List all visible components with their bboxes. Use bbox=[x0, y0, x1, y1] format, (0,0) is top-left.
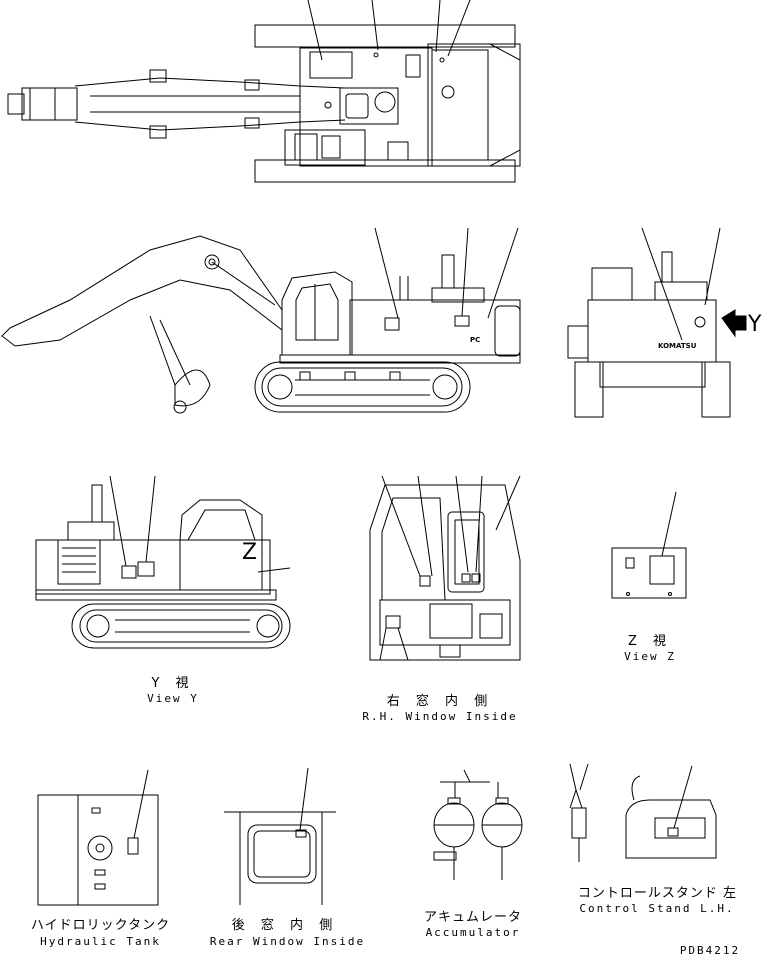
excavator-top-view bbox=[8, 0, 520, 182]
rear-window-drawing bbox=[224, 768, 336, 905]
marker-y: Y bbox=[748, 312, 762, 337]
view-z-drawing bbox=[612, 492, 686, 598]
accumulator-drawing bbox=[434, 770, 522, 880]
komatsu-logo-text: KOMATSU bbox=[658, 342, 697, 350]
rh-window-drawing bbox=[370, 476, 520, 660]
marker-z: Z bbox=[242, 540, 258, 565]
excavator-rear-view bbox=[568, 228, 746, 417]
rear-window-jp-label: 後 窓 内 側 bbox=[231, 918, 339, 933]
accumulator-jp-label: アキュムレータ bbox=[423, 910, 522, 925]
rear-window-en-label: Rear Window Inside bbox=[209, 935, 366, 948]
control-stand-drawing bbox=[570, 764, 716, 862]
control-stand-en-label: Control Stand L.H. bbox=[579, 902, 735, 915]
view-z-en-label: View Z bbox=[624, 650, 676, 663]
hydraulic-tank-en-label: Hydraulic Tank bbox=[40, 935, 161, 948]
view-y-drawing bbox=[36, 476, 290, 648]
model-badge-text: PC bbox=[470, 336, 481, 344]
rh-window-en-label: R.H. Window Inside bbox=[362, 710, 518, 723]
drawing-number: PDB4212 bbox=[679, 944, 741, 957]
rh-window-jp-label: 右 窓 内 側 bbox=[386, 694, 494, 709]
view-y-en-label: View Y bbox=[147, 692, 199, 705]
view-z-jp-label: Z 視 bbox=[627, 634, 673, 649]
hydraulic-tank-jp-label: ハイドロリックタンク bbox=[30, 918, 171, 933]
accumulator-en-label: Accumulator bbox=[425, 926, 521, 939]
control-stand-jp-label: コントロールスタンド 左 bbox=[577, 886, 738, 901]
excavator-side-view bbox=[2, 228, 520, 413]
view-y-jp-label: Y 視 bbox=[151, 676, 195, 691]
hydraulic-tank-drawing bbox=[38, 770, 158, 905]
